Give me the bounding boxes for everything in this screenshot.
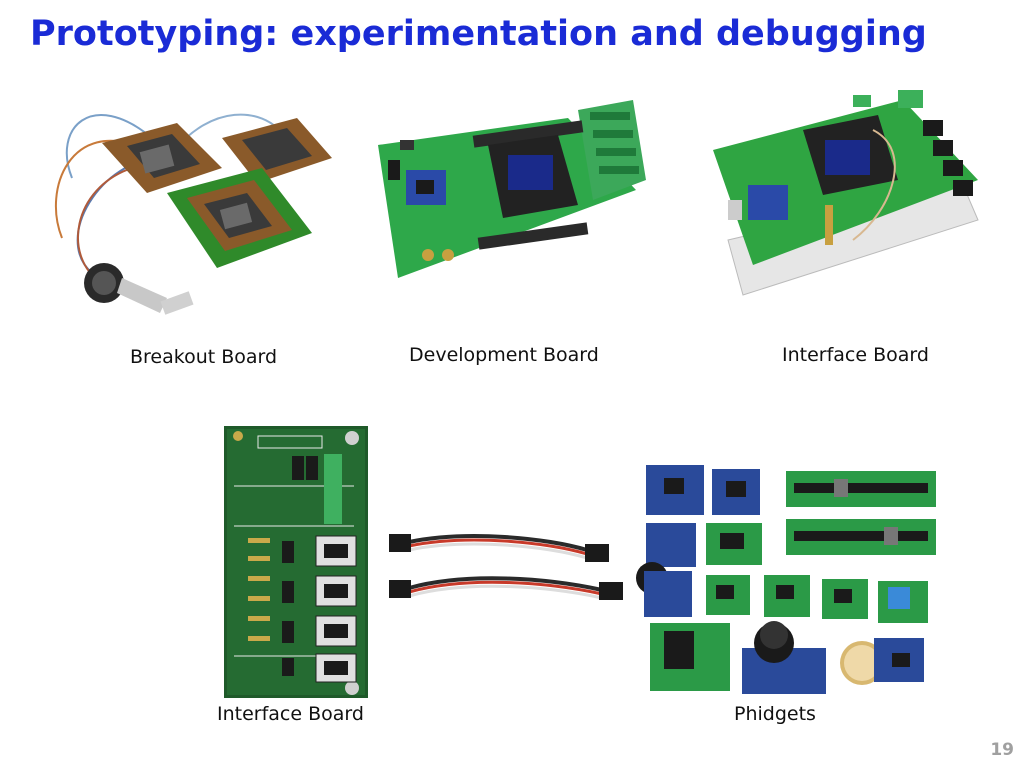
- caption-development-board: Development Board: [409, 344, 599, 366]
- interface-board-top-photo: [713, 90, 979, 296]
- interface-board-bottom-photo: [224, 426, 368, 698]
- page-number: 19: [990, 740, 1014, 760]
- development-board-photo: [378, 100, 646, 278]
- caption-interface-board-bottom: Interface Board: [217, 703, 364, 725]
- breakout-board-photo: [54, 113, 332, 315]
- cables-photo: [389, 534, 623, 600]
- phidgets-photo: [636, 465, 936, 694]
- caption-breakout-board: Breakout Board: [130, 346, 278, 368]
- slide-title: Prototyping: experimentation and debuggi…: [30, 14, 927, 54]
- caption-interface-board-top: Interface Board: [782, 344, 929, 366]
- caption-phidgets: Phidgets: [734, 703, 816, 725]
